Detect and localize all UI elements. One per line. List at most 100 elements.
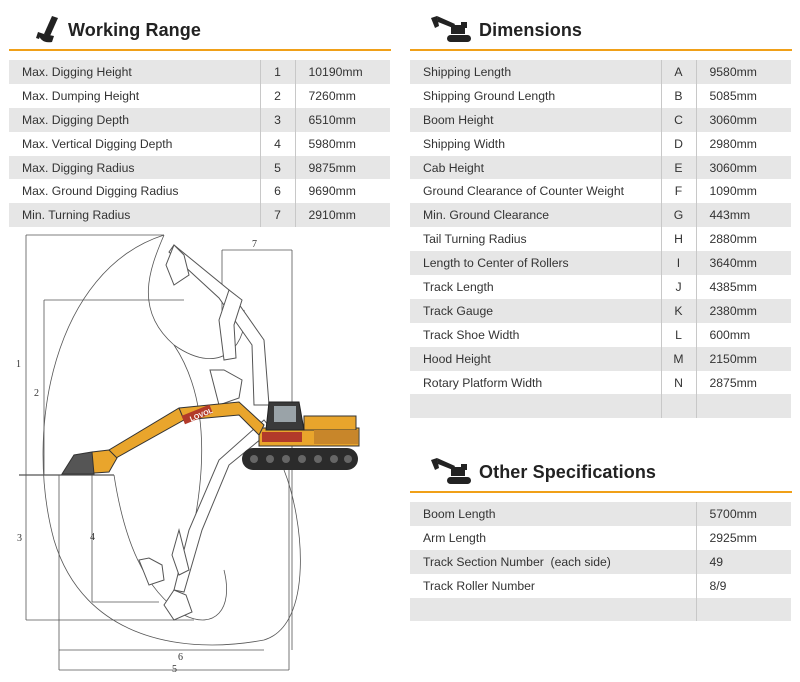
spec-value [695, 394, 791, 419]
table-row [410, 597, 791, 622]
spec-value: 3640mm [695, 251, 791, 276]
spec-code [660, 394, 696, 419]
spec-value: 9580mm [695, 60, 791, 84]
spec-value: 2380mm [695, 298, 791, 323]
spec-label: Track Section Number (each side) [410, 549, 696, 574]
spec-value: 2875mm [695, 370, 791, 395]
spec-label: Max. Ground Digging Radius [9, 179, 260, 204]
spec-value: 8/9 [695, 573, 791, 598]
spec-value: 2925mm [695, 525, 791, 550]
spec-number: 1 [259, 60, 295, 84]
spec-label: Max. Digging Depth [9, 107, 260, 132]
spec-code: E [660, 155, 696, 180]
dim-label-4: 4 [90, 532, 95, 543]
spec-value: 2150mm [695, 346, 791, 371]
dim-label-3: 3 [17, 533, 22, 544]
spec-value: 600mm [695, 322, 791, 347]
spec-label: Max. Dumping Height [9, 83, 260, 108]
spec-number: 2 [259, 83, 295, 108]
spec-value: 3060mm [695, 155, 791, 180]
spec-value: 9690mm [294, 179, 390, 204]
other-specs-title: Other Specifications [479, 461, 657, 482]
working-range-header: Working Range [34, 12, 201, 48]
spec-label: Max. Digging Height [9, 60, 260, 84]
spec-value: 5700mm [695, 502, 791, 526]
spec-value: 2880mm [695, 227, 791, 252]
spec-label: Hood Height [410, 346, 661, 371]
spec-label: Max. Vertical Digging Depth [9, 131, 260, 156]
table-row [410, 394, 791, 419]
spec-label: Ground Clearance of Counter Weight [410, 179, 661, 204]
spec-label: Cab Height [410, 155, 661, 180]
excavator-icon [431, 458, 471, 484]
working-range-diagram: LOVOL 1 2 3 4 5 6 7 [16, 234, 360, 675]
spec-value: 1090mm [695, 179, 791, 204]
spec-code: C [660, 107, 696, 132]
spec-code: D [660, 131, 696, 156]
working-range-title: Working Range [68, 19, 201, 40]
spec-label: Shipping Ground Length [410, 83, 661, 108]
spec-code: K [660, 298, 696, 323]
spec-label: Min. Turning Radius [9, 203, 260, 228]
spec-label: Track Roller Number [410, 573, 696, 598]
spec-code: G [660, 203, 696, 228]
spec-code: A [660, 60, 696, 84]
spec-label: Max. Digging Radius [9, 155, 260, 180]
spec-label: Boom Length [410, 502, 696, 526]
other-specs-rule [410, 491, 792, 493]
spec-value: 10190mm [294, 60, 390, 84]
spec-label: Min. Ground Clearance [410, 203, 661, 228]
dim-label-6: 6 [178, 652, 183, 663]
excavator-boom [61, 401, 265, 475]
excavator-body [258, 401, 360, 447]
spec-label [410, 394, 661, 419]
dim-label-2: 2 [34, 388, 39, 399]
spec-label: Arm Length [410, 525, 696, 550]
dim-label-7: 7 [252, 239, 257, 250]
spec-value: 49 [695, 549, 791, 574]
spec-number: 6 [259, 179, 295, 204]
spec-value: 6510mm [294, 107, 390, 132]
dimensions-header: Dimensions [429, 12, 582, 48]
spec-number: 4 [259, 131, 295, 156]
spec-value: 2980mm [695, 131, 791, 156]
spec-label: Track Length [410, 275, 661, 299]
dimensions-rule [410, 49, 792, 51]
spec-number: 7 [259, 203, 295, 228]
spec-number: 3 [259, 107, 295, 132]
dim-label-5: 5 [172, 664, 177, 675]
spec-label [410, 597, 696, 622]
spec-code: B [660, 83, 696, 108]
spec-label: Rotary Platform Width [410, 370, 661, 395]
spec-label: Shipping Width [410, 131, 661, 156]
spec-code: J [660, 275, 696, 299]
other-specs-header: Other Specifications [429, 454, 656, 490]
spec-code: N [660, 370, 696, 395]
spec-label: Track Gauge [410, 298, 661, 323]
spec-code: M [660, 346, 696, 371]
spec-code: L [660, 322, 696, 347]
spec-number: 5 [259, 155, 295, 180]
spec-value: 5980mm [294, 131, 390, 156]
spec-code: I [660, 251, 696, 276]
spec-label: Shipping Length [410, 60, 661, 84]
